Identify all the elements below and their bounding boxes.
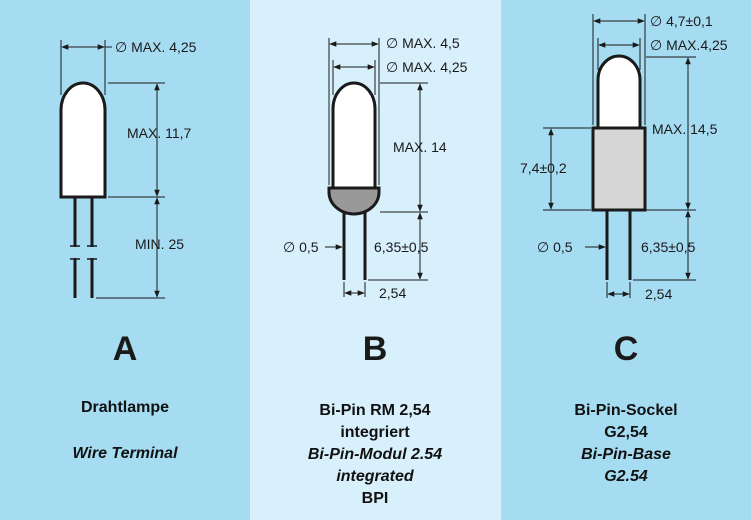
lamp-c-pinlen-label: 6,35±0,5: [641, 239, 696, 255]
lamp-c-base: [591, 126, 647, 212]
lamp-b-pitch-label: 2,54: [379, 285, 406, 301]
panel-a: [0, 0, 250, 520]
lamp-c-diameter1-label: ∅ 4,7±0,1: [650, 13, 713, 29]
lamp-c-bulb: [596, 54, 642, 130]
caption-a-de: Drahtlampe: [80, 399, 170, 416]
caption-c-line3: Bi-Pin-Base: [581, 446, 671, 463]
lamp-b-height-label: MAX. 14: [393, 139, 447, 155]
caption-b-line1: Bi-Pin RM 2,54: [319, 402, 431, 419]
lamp-c-pitch-label: 2,54: [645, 286, 672, 302]
lamp-b-cup: [327, 186, 381, 216]
lamp-a-height-label: MAX. 11,7: [127, 125, 192, 141]
lamp-a-break-marks: [70, 245, 97, 260]
lamp-b-pinlen-label: 6,35±0,5: [374, 239, 429, 255]
lamp-a-bulb: [59, 81, 107, 199]
lamp-c-pins: [605, 210, 632, 280]
letter-b: B: [362, 330, 388, 368]
lamp-b-drawing: [325, 38, 428, 297]
letter-c: C: [613, 330, 639, 368]
caption-b-line5: BPI: [361, 490, 389, 507]
lamp-c-height-label: MAX. 14,5: [652, 121, 718, 137]
caption-c-line1: Bi-Pin-Sockel: [574, 402, 678, 419]
lamp-b-pins: [342, 211, 367, 280]
letter-a: A: [112, 330, 138, 368]
lamp-a-diameter-label: ∅ MAX. 4,25: [115, 39, 197, 55]
lamp-c-diameter2-label: ∅ MAX.4,25: [650, 37, 728, 53]
lamp-c-pin-label: ∅ 0,5: [537, 239, 573, 255]
caption-c-line2: G2,54: [604, 424, 648, 441]
lamp-b-diameter1-label: ∅ MAX. 4,5: [386, 35, 460, 51]
lamp-b-bulb: [331, 81, 377, 190]
lamp-a-leads: [73, 197, 94, 298]
lamp-b-pin-label: ∅ 0,5: [283, 239, 319, 255]
caption-b-line2: integriert: [340, 424, 410, 441]
lamp-a-lead-label: MIN. 25: [135, 236, 184, 252]
caption-b-line3: Bi-Pin-Modul 2.54: [307, 446, 443, 463]
caption-a-en: Wire Terminal: [72, 445, 178, 462]
lamp-c-base-label: 7,4±0,2: [520, 160, 567, 176]
lamp-a-drawing: [59, 40, 165, 299]
lamp-b-diameter2-label: ∅ MAX. 4,25: [386, 59, 468, 75]
lamp-c-drawing: [543, 14, 696, 298]
caption-b-line4: integrated: [336, 468, 414, 485]
caption-c-line4: G2.54: [604, 468, 648, 485]
